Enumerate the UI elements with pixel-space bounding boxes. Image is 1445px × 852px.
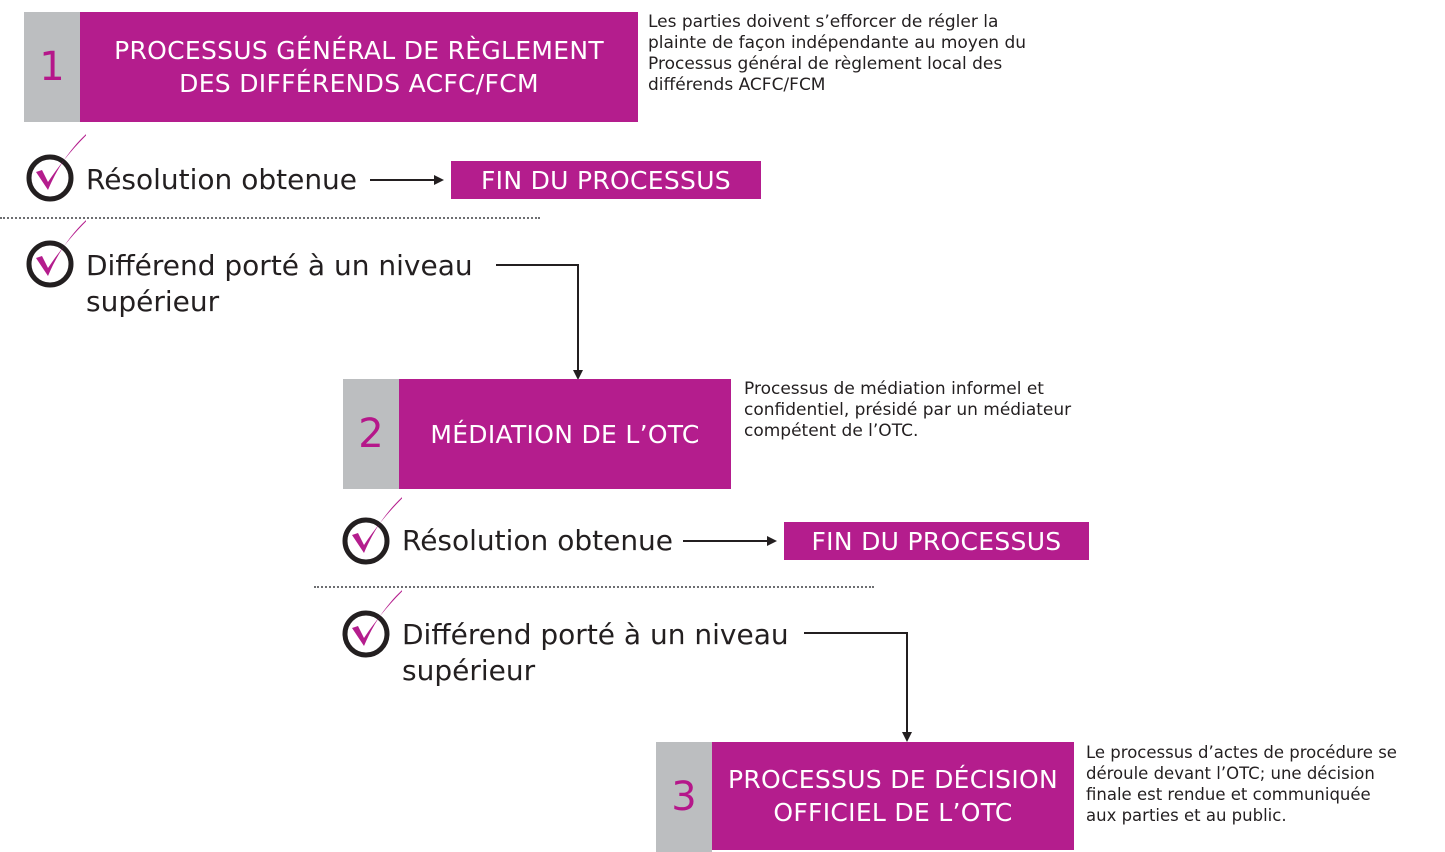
step-3-number: 3: [656, 742, 712, 852]
separator-2: [314, 586, 874, 588]
check-circle-icon: [342, 497, 402, 565]
step-3-title-line1: PROCESSUS DE DÉCISION: [727, 765, 1059, 794]
step-2-title: MÉDIATION DE L’OTC: [399, 379, 731, 489]
step-3-title-line2: OFFICIEL DE L’OTC: [773, 798, 1013, 827]
escalation-label-1: Différend porté à un niveau supérieur: [86, 249, 473, 318]
step-1-number: 1: [24, 12, 80, 122]
step-1-description: Les parties doivent s’efforcer de régler…: [648, 12, 1027, 95]
separator-1: [0, 217, 540, 219]
step-3-description: Le processus d’actes de procédure se dér…: [1086, 743, 1397, 825]
check-circle-icon: [26, 220, 86, 288]
check-circle-icon: [342, 590, 402, 658]
check-circle-icon: [26, 134, 86, 202]
step-1-title-line2: DES DIFFÉRENDS ACFC/FCM: [179, 69, 539, 98]
step-1-title: PROCESSUS GÉNÉRAL DE RÈGLEMENT DES DIFFÉ…: [80, 12, 638, 122]
resolution-label-2: Résolution obtenue: [402, 524, 674, 557]
step-2-number: 2: [343, 379, 399, 489]
arrow-down-icon: [496, 264, 583, 380]
step-3-title: PROCESSUS DE DÉCISION OFFICIEL DE L’OTC: [712, 742, 1074, 850]
arrow-down-icon: [804, 632, 912, 742]
step-1-title-line1: PROCESSUS GÉNÉRAL DE RÈGLEMENT: [114, 36, 604, 65]
step-2-title-line1: MÉDIATION DE L’OTC: [430, 419, 700, 449]
escalation-label-2: Différend porté à un niveau supérieur: [402, 618, 789, 687]
end-of-process-1: FIN DU PROCESSUS: [451, 161, 761, 199]
resolution-label-1: Résolution obtenue: [86, 163, 358, 196]
end-of-process-2: FIN DU PROCESSUS: [784, 522, 1089, 560]
step-2-description: Processus de médiation informel et confi…: [744, 379, 1072, 441]
